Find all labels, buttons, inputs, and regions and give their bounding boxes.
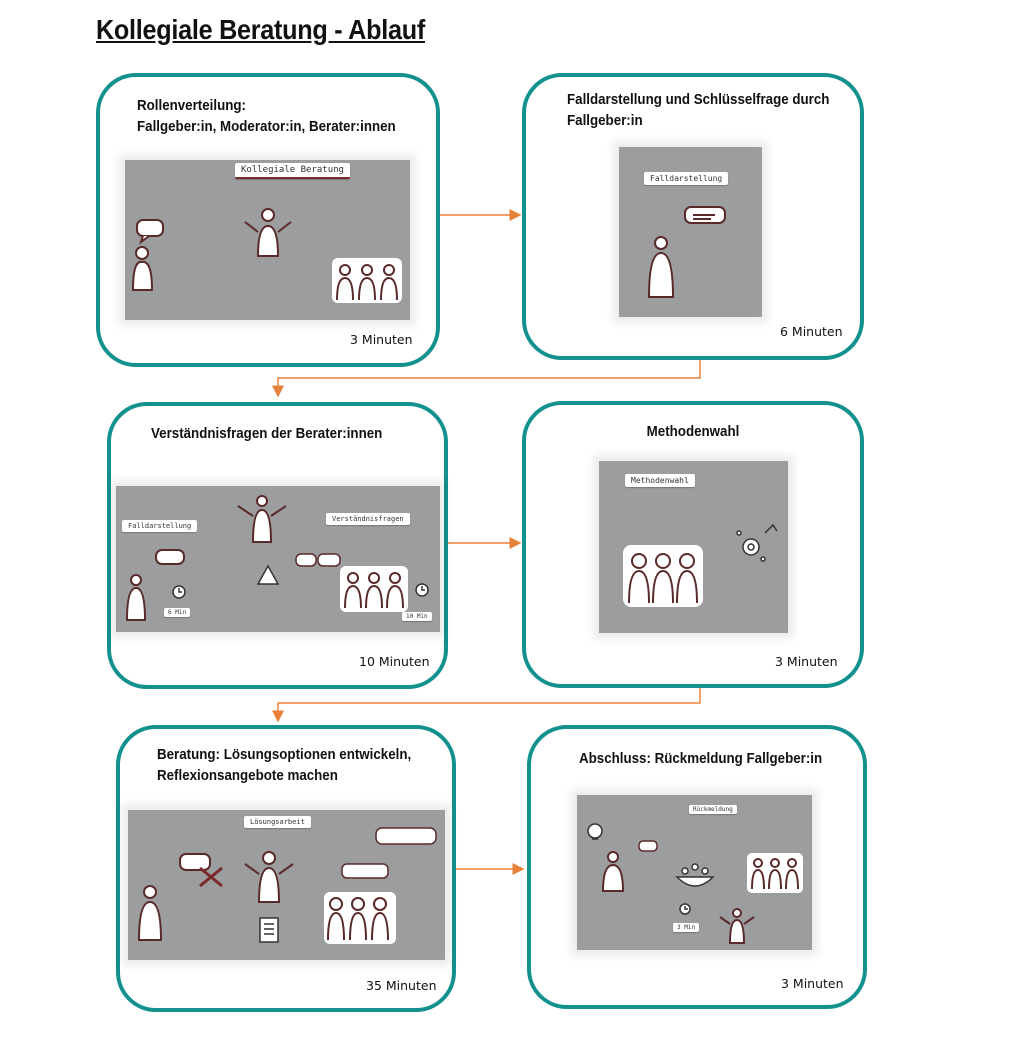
photo-label: 10 Min — [402, 612, 432, 621]
step-6-title: Abschluss: Rückmeldung Fallgeber:in — [579, 751, 823, 767]
case-giver-figure — [125, 549, 185, 621]
consultants-group-figure — [332, 258, 402, 303]
arrow-step4-to-step5 — [272, 688, 701, 723]
step-4-duration: 3 Minuten — [775, 654, 838, 669]
step-3-photo: Falldarstellung Verständnisfragen 6 Min … — [116, 486, 440, 632]
lightbulb-icon — [587, 823, 603, 840]
consultants-group-figure — [747, 853, 803, 893]
warning-icon — [256, 564, 280, 585]
photo-label: Verständnisfragen — [326, 513, 410, 525]
step-6-photo: Rückmeldung 3 Min — [577, 795, 812, 950]
step-4-photo: Methodenwahl — [599, 461, 788, 633]
consultants-group-figure — [623, 545, 703, 607]
step-1-duration: 3 Minuten — [350, 332, 413, 347]
step-3-title: Verständnisfragen der Berater:innen — [151, 426, 383, 442]
document-icon — [259, 917, 279, 943]
feedback-basket-icon — [675, 863, 715, 887]
moderator-figure — [244, 208, 292, 257]
photo-label: 6 Min — [164, 608, 191, 617]
step-2-photo: Falldarstellung — [619, 147, 762, 317]
step-4-title: Methodenwahl — [646, 424, 740, 440]
step-2-duration: 6 Minuten — [780, 324, 843, 339]
step-6-duration: 3 Minuten — [781, 976, 844, 991]
photo-label: 3 Min — [673, 923, 700, 932]
moderator-figure — [719, 908, 755, 944]
step-1-title: Rollenverteilung: Fallgeber:in, Moderato… — [137, 98, 396, 135]
ideas-bubbles-icon — [341, 827, 437, 879]
consultants-group-figure — [324, 892, 396, 944]
clock-icon — [679, 903, 691, 915]
photo-label: Lösungsarbeit — [244, 816, 311, 828]
case-giver-figure — [601, 851, 625, 892]
clock-icon — [415, 583, 429, 597]
step-5-title: Beratung: Lösungsoptionen entwickeln, Re… — [157, 747, 412, 784]
consultants-group-figure — [340, 566, 408, 612]
step-5-photo: Lösungsarbeit — [128, 810, 445, 960]
clock-icon — [172, 585, 186, 599]
speech-bubble-icon — [638, 840, 658, 852]
method-gear-icon — [736, 523, 778, 562]
moderator-figure — [244, 851, 294, 903]
rejected-bubble-icon — [179, 853, 223, 888]
questions-bubble-icon — [295, 553, 341, 567]
photo-label: Kollegiale Beratung — [235, 163, 350, 179]
case-giver-figure — [131, 219, 164, 291]
step-2-title: Falldarstellung und Schlüsselfrage durch… — [567, 92, 830, 129]
moderator-figure — [237, 495, 287, 543]
step-1-photo: Kollegiale Beratung — [125, 160, 410, 320]
photo-label: Falldarstellung — [122, 520, 198, 532]
step-3-duration: 10 Minuten — [359, 654, 430, 669]
photo-label: Falldarstellung — [644, 172, 729, 185]
photo-label: Methodenwahl — [625, 474, 695, 487]
page-title: Kollegiale Beratung - Ablauf — [96, 14, 425, 45]
case-giver-figure — [647, 206, 726, 298]
photo-label: Rückmeldung — [689, 805, 737, 814]
case-giver-figure — [137, 885, 163, 941]
step-5-duration: 35 Minuten — [366, 978, 437, 993]
